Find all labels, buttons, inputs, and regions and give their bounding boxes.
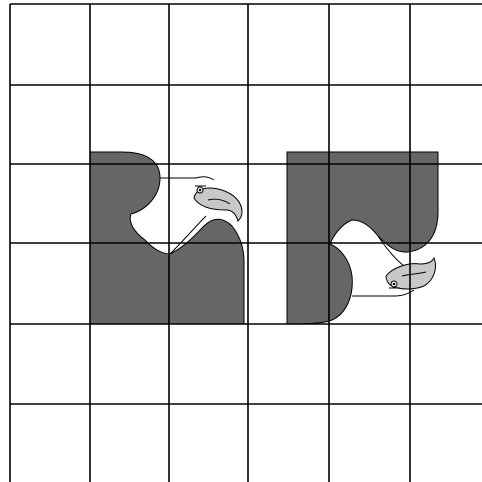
right-eagle-pupil bbox=[393, 283, 396, 286]
left-eagle-pupil bbox=[199, 189, 202, 192]
